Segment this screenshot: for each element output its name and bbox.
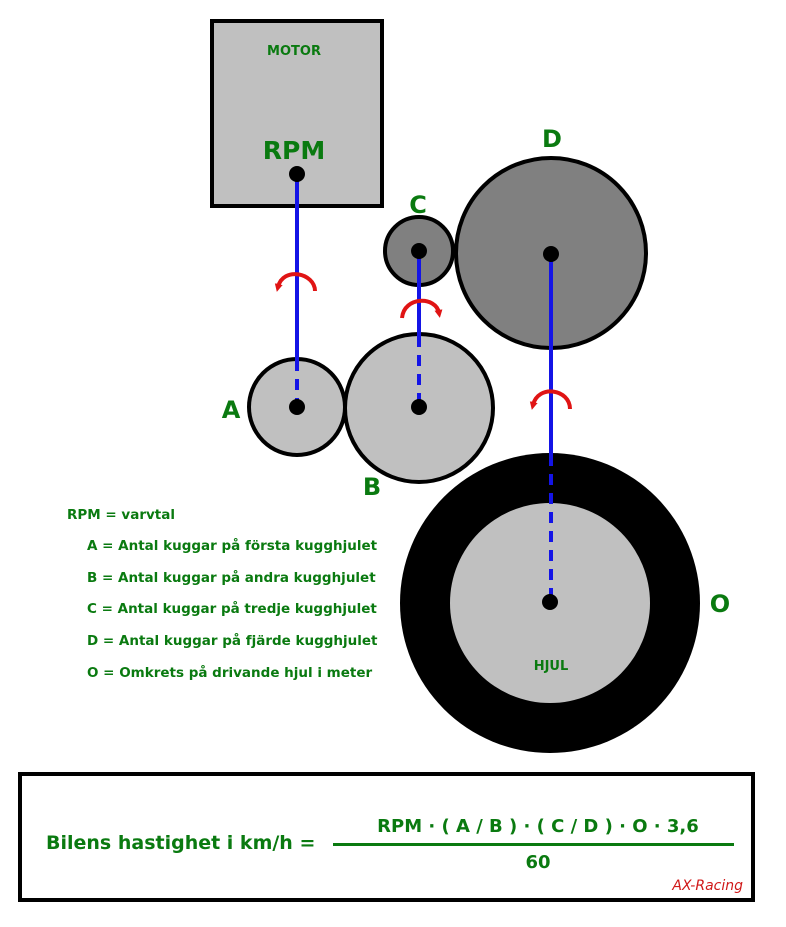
axle-motor <box>289 166 305 182</box>
formula-box: Bilens hastighet i km/h = RPM · ( A / B … <box>18 772 755 902</box>
legend: RPM = varvtal A = Antal kuggar på första… <box>67 507 378 681</box>
axle-c <box>411 243 427 259</box>
axle-a <box>289 399 305 415</box>
rotation-arrow-a <box>274 272 317 292</box>
axle-b <box>411 399 427 415</box>
legend-item-d: D = Antal kuggar på fjärde kugghjulet <box>87 632 378 649</box>
legend-item-b: B = Antal kuggar på andra kugghjulet <box>87 569 376 586</box>
legend-item-o: O = Omkrets på drivande hjul i meter <box>87 664 373 681</box>
label-a: A <box>222 396 241 424</box>
axle-dots <box>289 166 559 610</box>
label-b: B <box>363 473 381 501</box>
formula-left: Bilens hastighet i km/h = <box>46 832 316 854</box>
wheel-label: HJUL <box>534 659 569 674</box>
legend-item-c: C = Antal kuggar på tredje kugghjulet <box>87 600 377 617</box>
rotation-arrow-o <box>529 389 572 410</box>
motor-title: MOTOR <box>267 44 321 59</box>
label-d: D <box>542 125 562 153</box>
axle-d <box>543 246 559 262</box>
rpm-label: RPM <box>263 136 325 165</box>
formula-numerator: RPM · ( A / B ) · ( C / D ) · O · 3,6 <box>377 816 699 837</box>
label-o: O <box>710 590 730 618</box>
rotation-arrows <box>274 272 572 410</box>
fraction-bar <box>333 843 734 846</box>
axle-o <box>542 594 558 610</box>
shafts <box>295 174 553 600</box>
legend-item-rpm: RPM = varvtal <box>67 507 175 523</box>
rotation-arrow-b <box>400 298 443 319</box>
legend-item-a: A = Antal kuggar på första kugghjulet <box>87 537 378 554</box>
label-c: C <box>409 191 427 219</box>
formula-denominator: 60 <box>525 852 551 873</box>
credit-text: AX-Racing <box>672 878 743 894</box>
